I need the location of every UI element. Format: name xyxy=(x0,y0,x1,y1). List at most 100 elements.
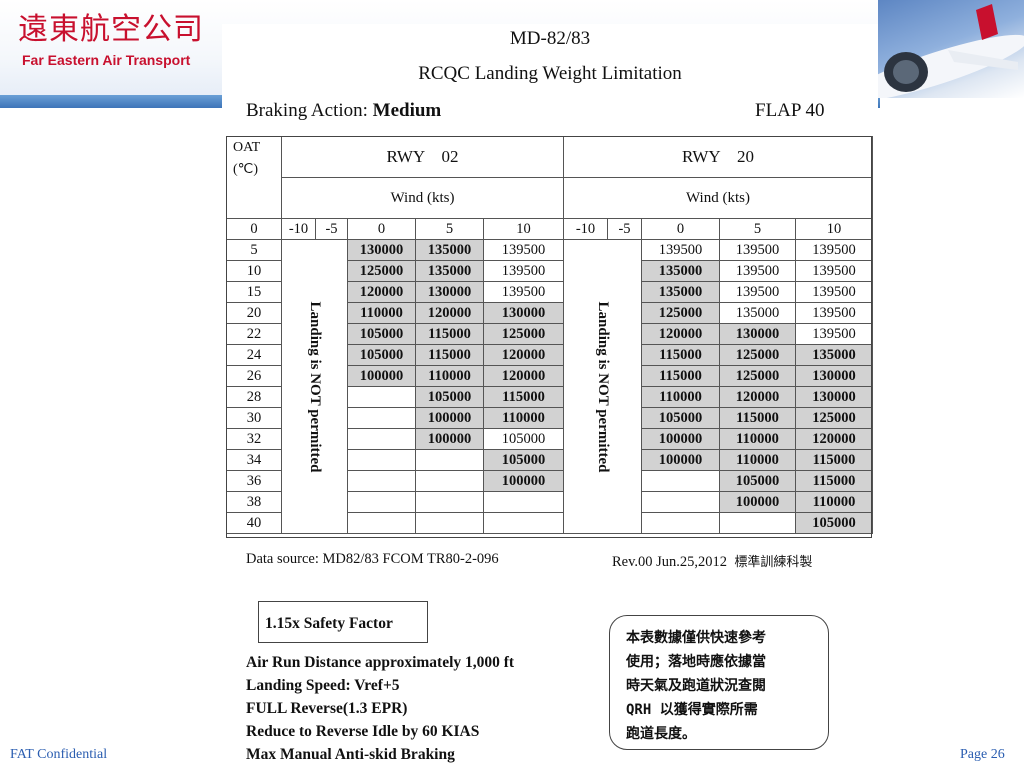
weight-cell: 139500 xyxy=(795,323,873,345)
oat-cell: 10 xyxy=(226,260,282,282)
company-logo: 遠東航空公司 Far Eastern Air Transport xyxy=(18,12,223,74)
braking-label: Braking Action: xyxy=(246,100,373,121)
weight-cell: 130000 xyxy=(347,239,416,261)
landing-notes: Air Run Distance approximately 1,000 ft … xyxy=(246,651,514,766)
weight-cell xyxy=(483,512,564,534)
weight-cell: 115000 xyxy=(641,365,720,387)
weight-cell: 125000 xyxy=(719,344,796,366)
weight-cell xyxy=(347,386,416,408)
wind-col-b-10: 10 xyxy=(795,218,873,240)
data-source: Data source: MD82/83 FCOM TR80-2-096 xyxy=(246,551,499,567)
weight-cell: 110000 xyxy=(415,365,484,387)
oat-cell: 38 xyxy=(226,491,282,513)
weight-cell: 139500 xyxy=(483,239,564,261)
weight-cell: 125000 xyxy=(347,260,416,282)
oat-zero-cell: 0 xyxy=(226,218,282,240)
weight-cell: 139500 xyxy=(719,281,796,303)
weight-cell xyxy=(347,491,416,513)
confidential-label: FAT Confidential xyxy=(10,747,108,762)
oat-cell: 15 xyxy=(226,281,282,303)
oat-cell: 20 xyxy=(226,302,282,324)
weight-cell: 139500 xyxy=(795,281,873,303)
weight-cell: 120000 xyxy=(415,302,484,324)
weight-cell xyxy=(415,470,484,492)
note-line: FULL Reverse(1.3 EPR) xyxy=(246,700,408,717)
weight-cell xyxy=(415,449,484,471)
weight-cell: 120000 xyxy=(483,365,564,387)
weight-cell: 110000 xyxy=(719,428,796,450)
weight-cell: 139500 xyxy=(795,302,873,324)
not-permitted-rwy-02: Landing is NOT permitted xyxy=(281,239,348,534)
weight-cell xyxy=(719,512,796,534)
chinese-disclaimer-box: 本表數據僅供快速參考 使用；落地時應依據當 時天氣及跑道狀況查閱 QRH 以獲得… xyxy=(609,615,829,750)
weight-cell xyxy=(415,491,484,513)
weight-cell: 135000 xyxy=(641,281,720,303)
not-permitted-rwy-20: Landing is NOT permitted xyxy=(563,239,642,534)
revision-text: Rev.00 Jun.25,2012 xyxy=(612,554,728,570)
weight-cell: 115000 xyxy=(415,344,484,366)
weight-cell xyxy=(641,491,720,513)
weight-cell: 100000 xyxy=(641,449,720,471)
wind-col-a-m10: -10 xyxy=(281,218,316,240)
oat-cell: 40 xyxy=(226,512,282,534)
safety-factor-box: 1.15x Safety Factor xyxy=(258,601,428,643)
weight-cell xyxy=(641,512,720,534)
weight-cell: 105000 xyxy=(347,344,416,366)
weight-cell xyxy=(347,449,416,471)
weight-cell: 100000 xyxy=(719,491,796,513)
weight-cell xyxy=(483,491,564,513)
wind-col-a-5: 5 xyxy=(415,218,484,240)
rwy-20-header: RWY 20 xyxy=(563,136,873,178)
weight-cell: 139500 xyxy=(483,260,564,282)
weight-cell: 120000 xyxy=(347,281,416,303)
weight-cell: 125000 xyxy=(719,365,796,387)
weight-cell: 105000 xyxy=(641,407,720,429)
weight-cell: 130000 xyxy=(795,386,873,408)
wind-col-b-m5: -5 xyxy=(607,218,642,240)
weight-cell: 110000 xyxy=(347,302,416,324)
weight-cell: 120000 xyxy=(483,344,564,366)
wind-col-b-m10: -10 xyxy=(563,218,608,240)
flap-setting: FLAP 40 xyxy=(755,100,825,121)
weight-cell: 105000 xyxy=(795,512,873,534)
weight-cell: 139500 xyxy=(641,239,720,261)
weight-cell xyxy=(415,512,484,534)
weight-cell: 120000 xyxy=(641,323,720,345)
not-permitted-text: Landing is NOT permitted xyxy=(306,301,323,472)
wind-col-b-0: 0 xyxy=(641,218,720,240)
weight-cell: 100000 xyxy=(483,470,564,492)
weight-cell: 110000 xyxy=(795,491,873,513)
weight-cell: 110000 xyxy=(641,386,720,408)
weight-cell: 125000 xyxy=(483,323,564,345)
weight-cell: 139500 xyxy=(795,260,873,282)
weight-cell: 105000 xyxy=(415,386,484,408)
oat-cell: 26 xyxy=(226,365,282,387)
weight-cell: 100000 xyxy=(347,365,416,387)
weight-cell: 135000 xyxy=(415,239,484,261)
disclaimer-line: 使用；落地時應依據當 xyxy=(626,654,766,670)
table-row: 40 105000 xyxy=(226,512,873,534)
wind-header-rwy-02: Wind (kts) xyxy=(281,177,564,219)
wind-header-rwy-20: Wind (kts) xyxy=(563,177,873,219)
weight-cell xyxy=(347,407,416,429)
oat-unit: (℃) xyxy=(233,162,259,177)
oat-cell: 36 xyxy=(226,470,282,492)
revision-info: Rev.00 Jun.25,2012 標準訓練科製 xyxy=(612,551,812,571)
weight-cell: 100000 xyxy=(415,407,484,429)
weight-cell: 115000 xyxy=(719,407,796,429)
weight-cell: 135000 xyxy=(641,260,720,282)
oat-header-cell: OAT(℃) xyxy=(226,136,282,219)
oat-cell: 24 xyxy=(226,344,282,366)
weight-cell: 130000 xyxy=(483,302,564,324)
weight-cell: 135000 xyxy=(415,260,484,282)
weight-cell: 130000 xyxy=(415,281,484,303)
